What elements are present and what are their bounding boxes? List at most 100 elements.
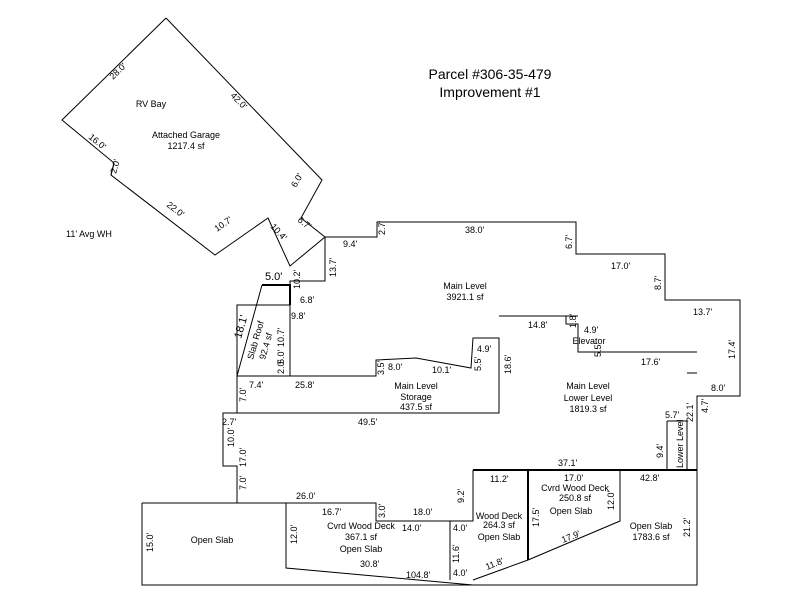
dim-label: 10.7' <box>276 327 286 347</box>
dim-label: 2.0' <box>108 158 122 175</box>
dim-label: 10.0' <box>226 427 236 447</box>
dim-label: 2.0' <box>276 359 286 374</box>
garage-outline <box>61 17 326 267</box>
deck1-sublabel: Open Slab <box>340 544 383 554</box>
dim-label: 37.1' <box>558 458 578 468</box>
deck2-bottom <box>527 470 621 561</box>
lower-level-label: Main Level <box>566 381 610 391</box>
open-slab-left-outline <box>142 470 698 586</box>
storage-label: Main Level <box>394 381 438 391</box>
improvement-number: Improvement #1 <box>439 84 540 100</box>
dim-label: 6.8' <box>300 295 315 305</box>
dim-label: 5.0' <box>276 349 286 364</box>
wood-deck-label: Wood Deck <box>476 511 523 521</box>
dim-label: 6.7' <box>296 215 314 232</box>
open-slab-left-edge <box>141 503 473 586</box>
dim-label: 10.1' <box>432 365 452 375</box>
dim-label: 7.0' <box>238 387 248 402</box>
dim-label: 13.7' <box>328 257 338 277</box>
dim-label: 5.0' <box>265 271 282 283</box>
dim-label: 11.2' <box>490 474 509 484</box>
deck1-outline <box>286 502 451 580</box>
parcel-number: Parcel #306-35-479 <box>429 66 552 82</box>
dim-label: 8.0' <box>388 362 403 372</box>
dim-label: 1.8' <box>568 313 578 328</box>
dim-label: 3.5' <box>376 360 386 375</box>
dim-label: 2.7' <box>222 417 237 427</box>
dim-label: 42.8' <box>640 473 660 483</box>
dim-label: 9.8' <box>291 311 306 321</box>
dim-label: 18.0' <box>413 507 433 517</box>
dim-label: 9.4' <box>343 239 358 249</box>
rv-bay-label: RV Bay <box>136 99 167 109</box>
garage-area: 1217.4 sf <box>167 141 205 151</box>
deck2-sublabel: Open Slab <box>550 506 593 516</box>
dim-label: 9.2' <box>456 488 466 503</box>
lower-level-tag: Lower Level <box>675 419 685 468</box>
dim-label: 42.0' <box>229 90 250 111</box>
dim-label: 26.0' <box>296 491 316 501</box>
dim-label: 17.9' <box>560 528 582 545</box>
garage-label: Attached Garage <box>152 130 220 140</box>
dim-label: 12.0' <box>289 524 299 544</box>
dim-label: 21.2' <box>682 517 692 537</box>
garage-jog <box>110 162 115 176</box>
wood-deck-sublabel: Open Slab <box>478 532 521 542</box>
dim-label: 22.1' <box>685 402 695 422</box>
dim-label: 3.0' <box>377 503 387 518</box>
dim-label: 13.7' <box>693 307 713 317</box>
dim-label: 22.0' <box>165 200 187 220</box>
dim-label: 104.8' <box>406 570 431 580</box>
dim-label: 17.0' <box>238 447 248 467</box>
dim-label: 8.7' <box>653 275 663 290</box>
dim-label: 17.4' <box>727 339 737 359</box>
dim-label: 49.5' <box>358 417 378 427</box>
storage-notch <box>222 412 238 503</box>
dim-label: 17.0' <box>611 261 631 271</box>
main-level-label: Main Level <box>443 281 487 291</box>
storage-area: 437.5 sf <box>400 402 433 412</box>
dim-label: 28.0' <box>107 61 128 82</box>
main-level-area: 3921.1 sf <box>446 292 484 302</box>
slab-roof-top <box>262 284 291 305</box>
deck2-label: Cvrd Wood Deck <box>541 483 609 493</box>
dim-label: 7.4' <box>249 380 264 390</box>
wood-deck-edges <box>450 470 474 522</box>
dim-label: 2.7' <box>377 220 387 235</box>
dim-label: 14.0' <box>402 523 422 533</box>
deck1-label: Cvrd Wood Deck <box>327 521 395 531</box>
dim-label: 15.0' <box>145 532 155 552</box>
dim-label: 6.7' <box>564 234 574 249</box>
dim-label: 18.6' <box>503 354 513 374</box>
dim-label: 7.0' <box>238 475 248 490</box>
dim-label: 9.4' <box>655 443 665 458</box>
lower-level-sublabel: Lower Level <box>564 393 613 403</box>
dim-label: 4.9' <box>584 325 599 335</box>
wood-deck-bottom <box>472 559 529 581</box>
dim-label: 12.0' <box>606 490 616 510</box>
main-level-outline <box>325 221 741 470</box>
dim-label: 25.8' <box>295 380 315 390</box>
dim-label: 8.0' <box>711 383 726 393</box>
dim-label: 10.4' <box>269 222 290 243</box>
dim-label: 5.5' <box>473 356 483 371</box>
open-slab-left-label: Open Slab <box>191 535 234 545</box>
dim-label: 17.0' <box>564 473 584 483</box>
dim-label: 4.0' <box>453 523 468 533</box>
dim-label: 5.7' <box>665 410 680 420</box>
dim-label: 5.5' <box>593 342 603 357</box>
dim-label: 10.7' <box>212 214 234 233</box>
dim-label: 4.9' <box>477 344 492 354</box>
dim-label: 17.5' <box>531 507 541 527</box>
dim-label: 30.8' <box>360 559 380 569</box>
dim-label: 14.8' <box>528 320 548 330</box>
open-slab-right-area: 1783.6 sf <box>632 532 670 542</box>
storage-sublabel: Storage <box>400 392 432 402</box>
wood-deck-area: 264.3 sf <box>483 520 516 530</box>
dim-label: 4.7' <box>700 398 710 413</box>
lower-level-area: 1819.3 sf <box>569 404 607 414</box>
dim-label: 16.7' <box>322 507 342 517</box>
dim-label: 10.2' <box>292 269 302 289</box>
dim-label: 17.6' <box>641 357 661 367</box>
